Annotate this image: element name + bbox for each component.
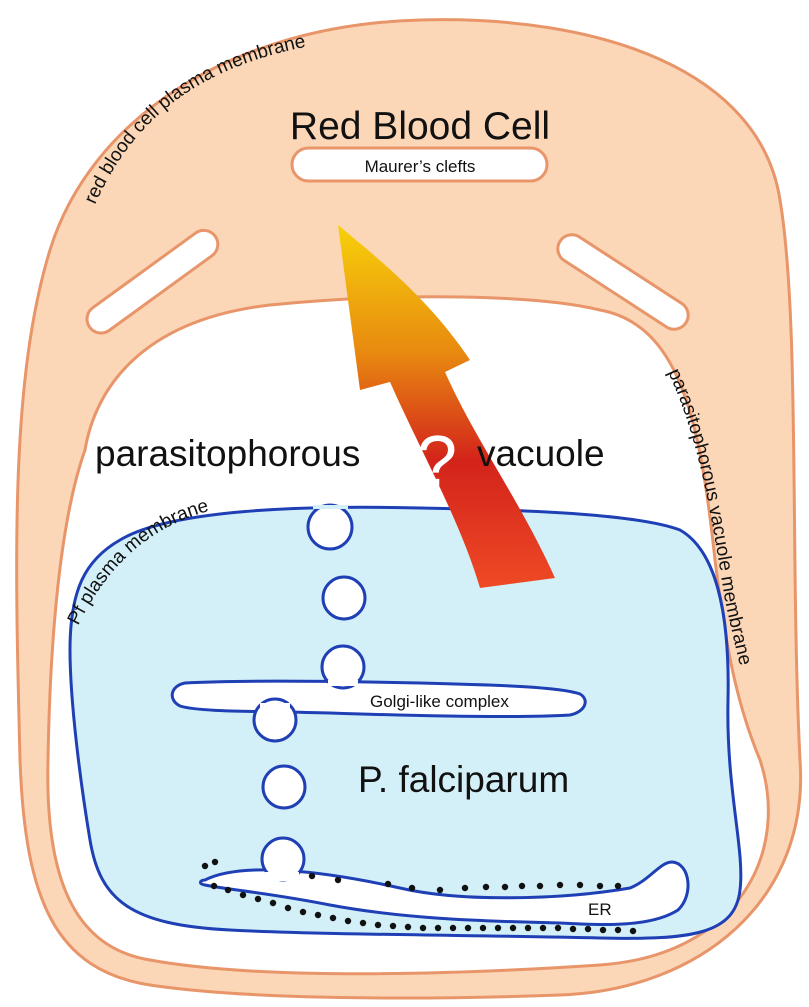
maurers-cleft-center [290,146,549,183]
vesicle-budding-membrane [306,503,354,551]
parasite-label: P. falciparum [358,759,569,800]
golgi-label: Golgi-like complex [370,692,509,711]
maurers-cleft-left [85,228,220,335]
plasmodium-falciparum-cell [68,505,743,940]
rbc-title: Red Blood Cell [290,105,550,148]
vesicle-on-golgi [320,644,366,690]
vesicle [321,575,367,621]
er-ribosomes [201,858,637,935]
er-label: ER [588,900,612,919]
export-arrow [338,225,555,588]
pv-title-left: parasitophorous [95,433,360,474]
maurers-clefts-label: Maurer’s clefts [365,157,476,176]
endoplasmic-reticulum [199,860,690,927]
question-mark: ? [417,422,457,502]
maurers-cleft-right [556,233,690,331]
vesicle [261,764,307,810]
pv-title-right: vacuole [477,433,605,474]
